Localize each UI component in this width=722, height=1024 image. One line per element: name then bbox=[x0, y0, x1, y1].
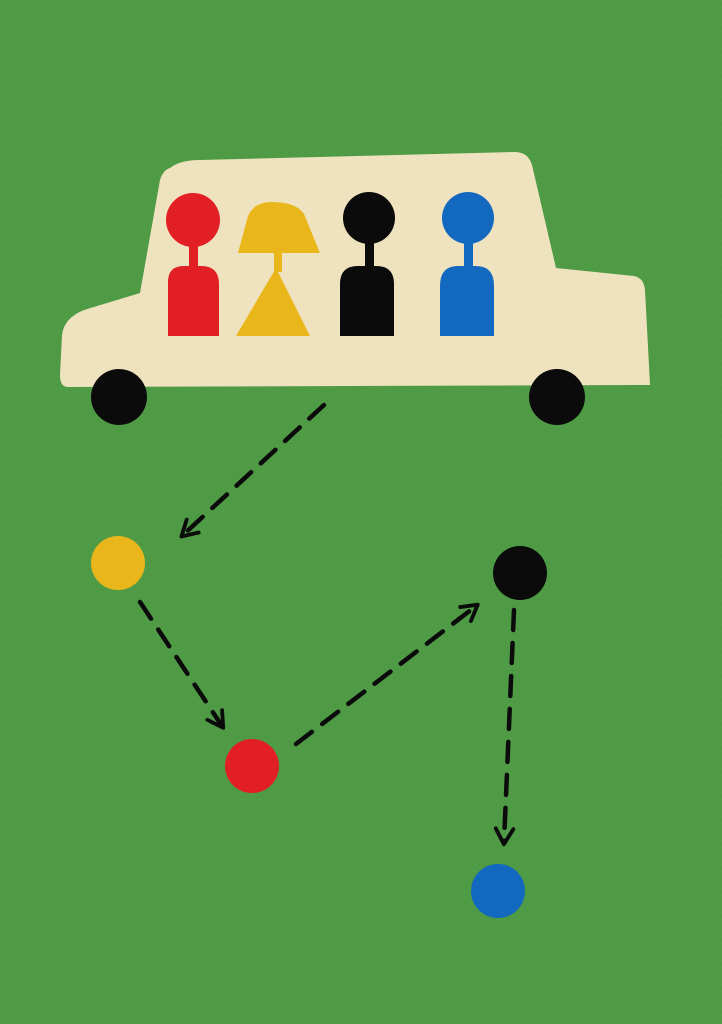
red-stop bbox=[225, 739, 279, 793]
black-stop bbox=[493, 546, 547, 600]
red-passenger bbox=[166, 193, 220, 336]
arrow-yellow-to-red bbox=[137, 599, 226, 730]
blue-passenger bbox=[440, 192, 494, 336]
blue-stop bbox=[471, 864, 525, 918]
front-wheel bbox=[91, 369, 147, 425]
rear-wheel bbox=[529, 369, 585, 425]
arrow-car-to-yellow bbox=[179, 402, 327, 539]
yellow-stop bbox=[91, 536, 145, 590]
black-passenger bbox=[340, 192, 395, 336]
arrow-red-to-black bbox=[293, 602, 480, 747]
yellow-passenger bbox=[236, 202, 320, 336]
route-arrows bbox=[137, 402, 517, 847]
arrow-black-to-blue bbox=[493, 607, 517, 847]
car bbox=[60, 152, 650, 425]
